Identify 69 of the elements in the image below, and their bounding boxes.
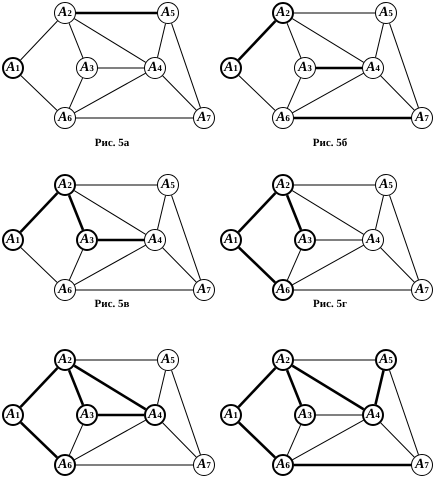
graph-edge xyxy=(157,195,166,230)
graph-edge xyxy=(389,370,419,456)
graph-edge xyxy=(74,72,146,114)
graph-edge xyxy=(20,247,58,283)
graph-edge xyxy=(316,414,362,416)
graph-edge xyxy=(294,464,411,466)
graph-edge xyxy=(162,422,197,458)
graph-edge xyxy=(375,23,384,58)
graph-edge xyxy=(76,464,194,466)
graph-edge xyxy=(286,22,302,58)
graph-edge xyxy=(374,370,385,405)
figure-caption: Рис. 5а xyxy=(94,137,130,149)
graph-edge xyxy=(74,190,146,235)
graph-edge xyxy=(20,422,58,458)
graph-edge xyxy=(286,424,302,456)
graph-edge xyxy=(238,192,276,233)
graph-edge xyxy=(74,244,146,286)
graph-edge xyxy=(238,75,276,111)
graph-edge xyxy=(171,22,201,108)
graph-edge xyxy=(98,414,144,416)
graph-edge xyxy=(68,424,84,456)
graph-edge xyxy=(238,20,276,61)
graph-edge xyxy=(292,364,364,410)
graph-edge xyxy=(238,422,276,458)
graph-edge xyxy=(74,420,146,460)
graph-edge xyxy=(375,195,384,230)
figure-caption: Рис. 5в xyxy=(94,298,130,310)
graph-edge xyxy=(286,250,302,280)
graph-edge xyxy=(380,422,415,458)
graph-edge xyxy=(157,370,166,405)
graph-edge xyxy=(20,192,58,233)
graph-edge xyxy=(98,238,144,242)
graph-edge xyxy=(294,116,411,120)
graph-edge xyxy=(20,367,58,408)
graph-edge xyxy=(238,367,276,408)
graph-edge xyxy=(20,20,58,60)
graph-edge xyxy=(286,78,302,108)
graph-edge xyxy=(389,22,419,108)
graph-edge xyxy=(162,75,197,111)
graph-edge xyxy=(316,66,362,70)
graph-edge xyxy=(294,12,376,14)
graph-edge xyxy=(171,370,201,456)
graph-edge xyxy=(292,420,364,460)
graph-edge xyxy=(76,184,158,186)
graph-edge xyxy=(68,250,84,280)
graph-edge xyxy=(68,78,84,108)
graph-edge xyxy=(286,370,302,406)
graph-edge xyxy=(292,18,364,63)
graph-edge xyxy=(171,194,201,280)
graph-edge xyxy=(292,190,364,235)
graph-edge xyxy=(157,23,166,58)
graph-edge xyxy=(292,72,364,114)
graph-edge xyxy=(74,18,146,63)
graph-edge xyxy=(74,364,146,410)
graph-edge xyxy=(380,75,415,111)
graph-edge xyxy=(286,194,302,230)
figure-caption: Рис. 5б xyxy=(312,137,348,149)
graph-edge xyxy=(292,244,364,286)
graph-edge xyxy=(380,247,415,283)
graph-edge xyxy=(294,184,376,186)
graph-edge xyxy=(68,370,84,406)
graph-edge xyxy=(238,246,276,284)
graph-edge xyxy=(162,247,197,283)
graph-edge xyxy=(20,75,58,111)
graph-edge xyxy=(389,194,419,280)
figure-caption: Рис. 5г xyxy=(313,298,347,310)
graph-edge xyxy=(76,12,157,14)
graph-edge xyxy=(68,194,84,230)
graph-edge xyxy=(68,22,84,58)
